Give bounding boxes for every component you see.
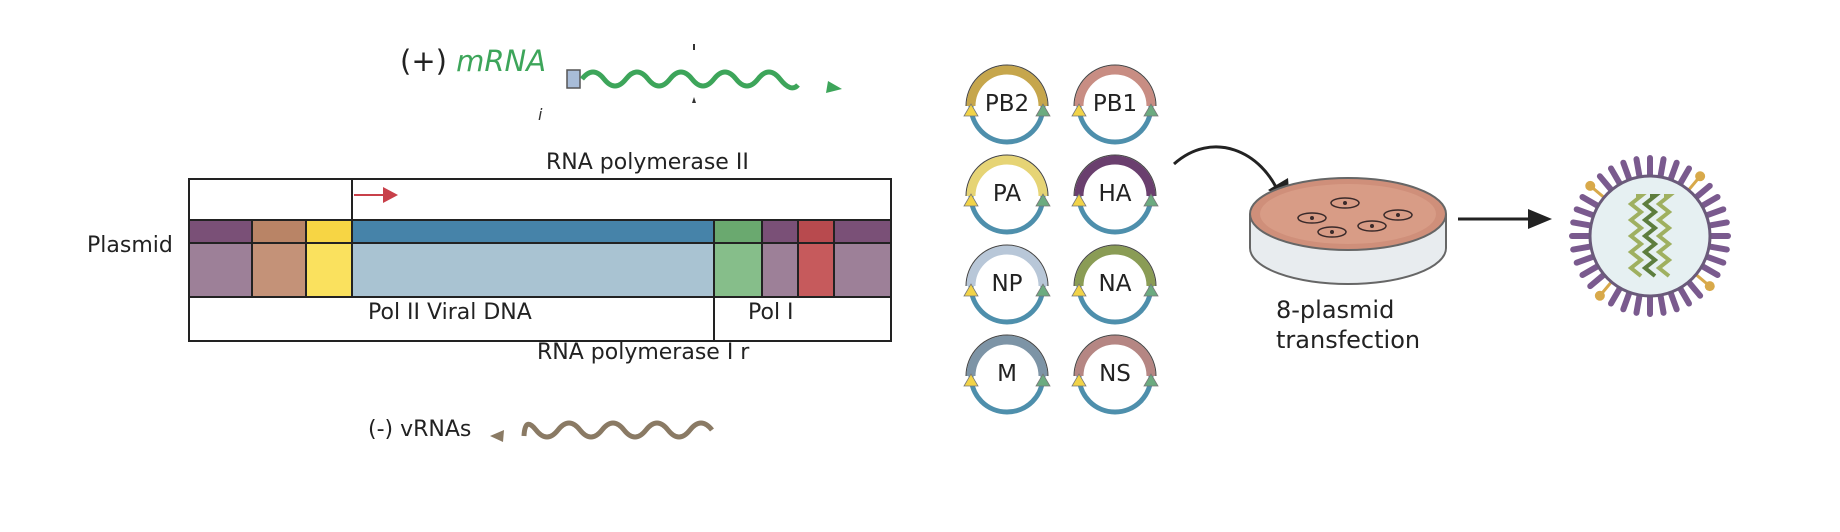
transfection-line1: 8-plasmid [1276,296,1395,324]
pol1-short-label: Pol I [748,300,794,325]
pol2-label: RNA polymerase II [546,150,749,175]
mrna-word: mRNA [456,44,547,78]
plasmid-segments [188,219,892,298]
segment-plasmid-pa: PA [963,154,1051,235]
segment-label: NP [991,271,1022,297]
pol2-viral-dna-label: Pol II Viral DNA [368,300,532,325]
segment-label: PB2 [985,91,1029,117]
mrna-wave [580,69,800,91]
segment-plasmid-m: M [963,334,1051,415]
plasmid-label: Plasmid [87,233,173,258]
vrna-arrowhead [490,430,504,442]
segment-label: NA [1099,271,1132,297]
transfection-line2: transfection [1276,326,1421,354]
mrna-arrowhead [826,81,842,93]
promoter-arrow-icon [383,187,398,203]
mrna-cap [566,69,581,89]
mrna-label: (+) mRNA [400,44,546,78]
segment-label: NS [1099,361,1131,387]
segment-plasmid-na: NA [1071,244,1159,325]
segment-label: PA [993,181,1021,207]
influenza-virion-icon [1569,155,1731,317]
segment-plasmid-np: NP [963,244,1051,325]
segment-plasmid-pb2: PB2 [963,64,1051,145]
vrna-wave [521,420,714,440]
svg-text:i: i [538,105,543,124]
segment-plasmid-ha: HA [1071,154,1159,235]
mrna-prefix: (+) [400,44,447,78]
curved-arrow [1173,145,1282,197]
segment-plasmid-pb1: PB1 [1071,64,1159,145]
petri-dish-icon [1249,177,1447,285]
segment-label: HA [1098,181,1131,207]
vrna-label: (-) vRNAs [368,417,472,442]
straight-arrowhead-icon [1528,209,1552,229]
segment-label: M [997,361,1017,387]
segment-plasmid-ns: NS [1071,334,1159,415]
segment-label: PB1 [1093,91,1137,117]
pol1-label: RNA polymerase I r [537,340,750,365]
